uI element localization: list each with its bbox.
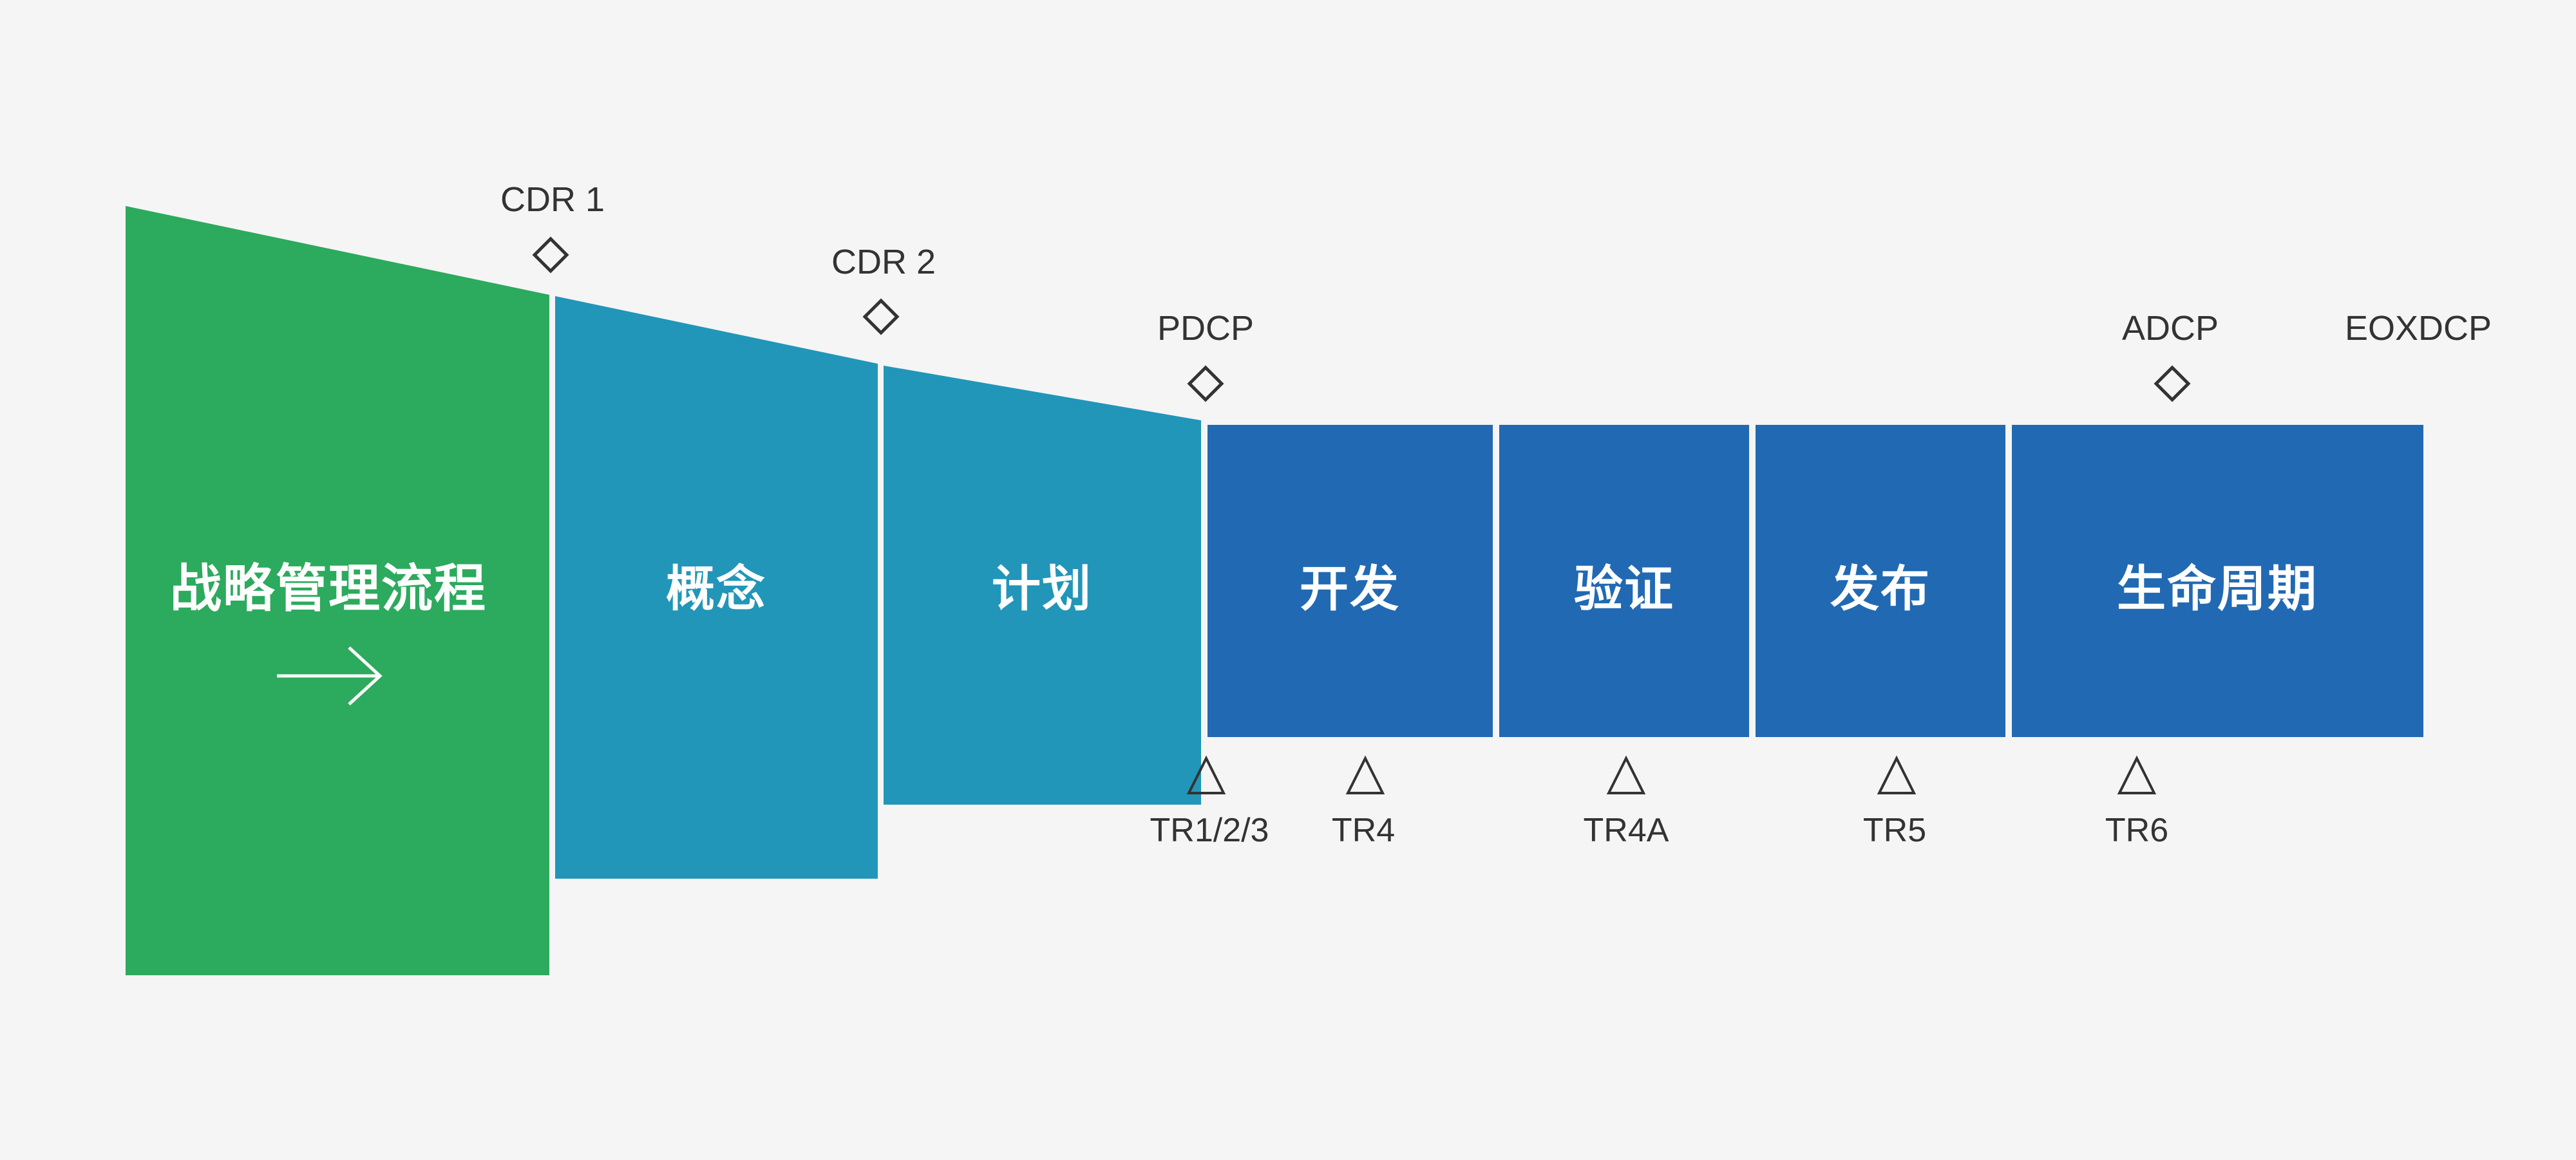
triangle-icon-tr5 (1877, 755, 1917, 794)
triangle-icon-tr123 (1186, 755, 1226, 794)
rightwards-arrow-icon (348, 646, 383, 706)
phase-shape-strategy[interactable] (126, 206, 549, 975)
triangle-icon-tr6 (2117, 755, 2157, 794)
milestone-label-pdcp: PDCP (1157, 309, 1255, 348)
diamond-icon-pdcp (1187, 365, 1224, 402)
tech-review-marker-group (1186, 755, 2157, 794)
diamond-icon-cdr2 (862, 298, 900, 335)
tech-review-label-tr6: TR6 (2105, 812, 2169, 849)
phase-shape-verification[interactable] (1499, 425, 1749, 737)
triangle-icon-tr4 (1345, 755, 1385, 794)
milestone-label-eoxdcp: EOXDCP (2344, 309, 2492, 348)
phase-shape-group (126, 206, 2423, 975)
milestone-marker-group (532, 236, 2191, 402)
phase-shape-release[interactable] (1756, 425, 2005, 737)
tech-review-label-tr4a: TR4A (1583, 812, 1669, 849)
tech-review-label-tr123: TR1/2/3 (1150, 812, 1269, 849)
phase-shape-development[interactable] (1208, 425, 1493, 737)
milestone-label-cdr2: CDR 2 (831, 243, 936, 281)
phase-shape-lifecycle[interactable] (2012, 425, 2423, 737)
milestone-label-adcp: ADCP (2121, 309, 2219, 348)
diamond-icon-cdr1 (532, 236, 569, 274)
diamond-icon-adcp (2154, 365, 2191, 402)
arrow-layer (277, 646, 383, 706)
triangle-icon-tr4a (1606, 755, 1646, 794)
phase-shape-plan[interactable] (884, 366, 1201, 805)
phase-shape-concept[interactable] (555, 296, 878, 879)
tech-review-label-tr5: TR5 (1862, 812, 1927, 849)
milestone-label-cdr1: CDR 1 (500, 180, 605, 219)
tech-review-label-tr4: TR4 (1331, 812, 1396, 849)
